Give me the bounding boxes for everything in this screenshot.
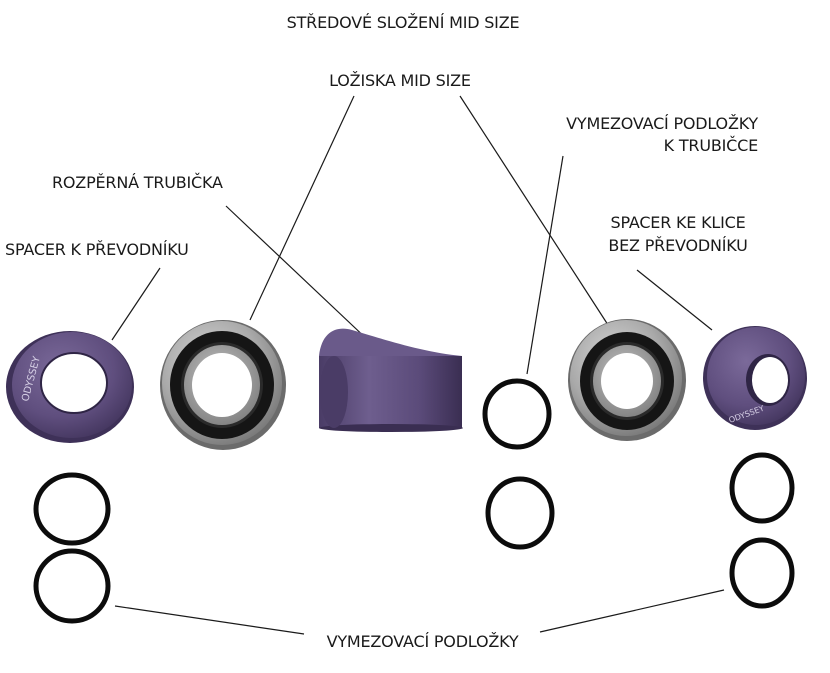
leader-lines [111,95,725,635]
purple-cone-spacer-icon: ODYSSEY [703,326,807,430]
sprocket-spacer-label: SPACER K PŘEVODNÍKU [5,240,189,259]
title-label: STŘEDOVÉ SLOŽENÍ MID SIZE [286,13,520,32]
spacer-tube-label: ROZPĚRNÁ TRUBIČKA [52,173,223,192]
o-ring-icon [33,472,111,624]
leader-spacer-tube [225,205,371,343]
o-ring-icon [482,378,555,550]
spacer-tube-icon [319,328,463,432]
leader-bearing-left [249,95,355,321]
tube-spacers-label-line1: VYMEZOVACÍ PODLOŽKY [566,114,758,133]
crank-spacer-label-line1: SPACER KE KLICE [610,213,746,232]
tube-spacers-label-line2: K TRUBIČCE [663,136,759,155]
bearing-icon [568,319,686,441]
leader-crank-spacer [636,269,713,331]
o-ring-icon [729,452,795,609]
crank-spacer-label-line2: BEZ PŘEVODNÍKU [608,236,748,255]
leader-bearing-right [459,95,611,329]
bearing-icon [160,320,286,450]
leader-spacers-right [539,589,725,633]
leader-spacers-left [114,605,305,635]
spacers-label: VYMEZOVACÍ PODLOŽKY [326,632,519,651]
bearings-label: LOŽISKA MID SIZE [329,71,471,90]
leader-tube-spacer [526,155,564,375]
leader-sprocket-spacer [111,267,161,341]
purple-spacer-icon: ODYSSEY [6,331,134,443]
